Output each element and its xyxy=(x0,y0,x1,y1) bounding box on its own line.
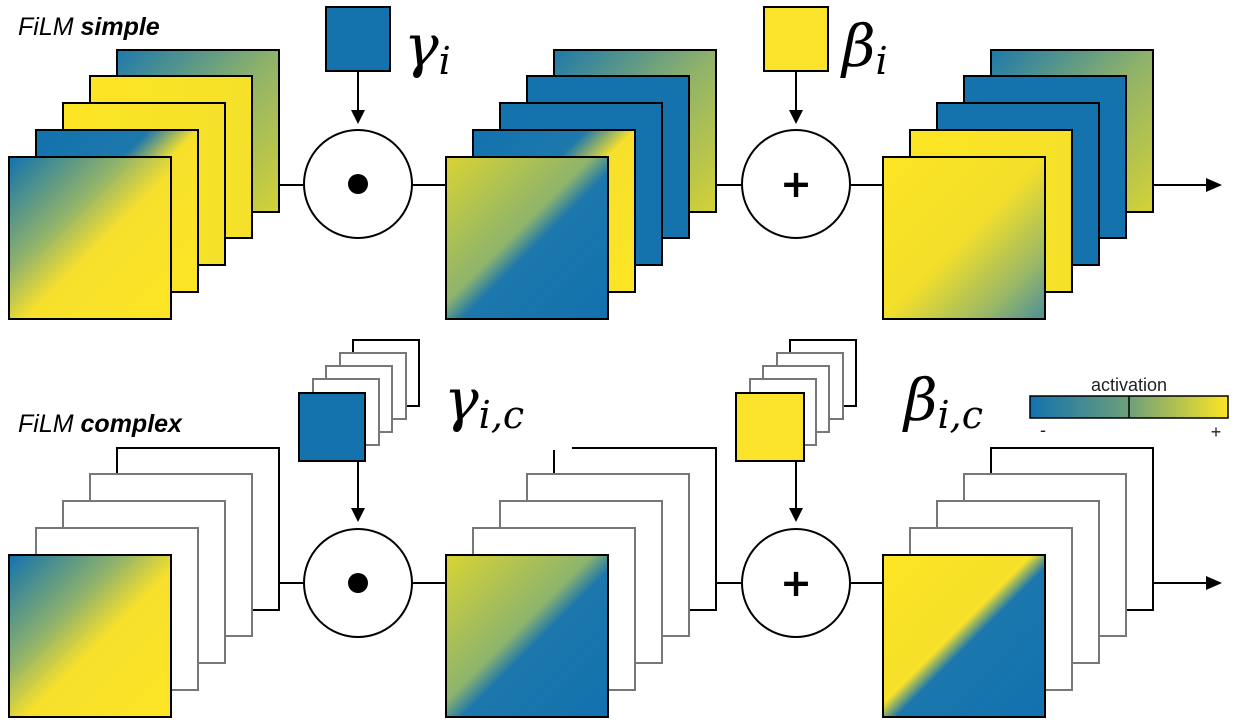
row2-gamma-arrowhead xyxy=(351,508,365,522)
row2-beta-arrowhead xyxy=(789,508,803,522)
colorbar-min-label: - xyxy=(1040,420,1046,440)
row1-output-stack xyxy=(882,49,1154,320)
row2-label-gap xyxy=(548,436,572,450)
row2-scaled-stack xyxy=(445,447,717,718)
row2-output-stack xyxy=(882,447,1154,718)
row1-beta-square xyxy=(763,6,829,72)
row2-add-symbol: + xyxy=(780,561,812,605)
row2-output-arrowhead xyxy=(1206,576,1222,590)
row2-beta-stack xyxy=(735,339,857,462)
row1-gamma-square xyxy=(325,6,391,72)
colorbar-title: activation xyxy=(1091,375,1167,395)
row1-beta-arrowhead xyxy=(789,110,803,124)
row2-gamma-label: γi,c xyxy=(444,366,524,437)
row1-beta-label: βi xyxy=(840,12,888,83)
row2-multiply-dot xyxy=(348,573,368,593)
row1-gamma-label: γi xyxy=(404,12,451,83)
row1-add-symbol: + xyxy=(780,162,812,206)
activation-colorbar: activation - + xyxy=(1029,375,1229,442)
row2-title: FiLM complex xyxy=(18,410,183,438)
row1-gamma-arrowhead xyxy=(351,110,365,124)
row1-scaled-stack xyxy=(445,49,717,320)
row2-input-stack xyxy=(8,447,280,718)
row1-multiply-dot xyxy=(348,174,368,194)
row2-gamma-stack xyxy=(298,339,420,462)
row1-input-stack xyxy=(8,49,280,320)
row1-output-arrowhead xyxy=(1206,178,1222,192)
row2-beta-label: βi,c xyxy=(902,366,983,437)
row1-title: FiLM simple xyxy=(18,13,160,41)
colorbar-max-label: + xyxy=(1211,422,1222,442)
